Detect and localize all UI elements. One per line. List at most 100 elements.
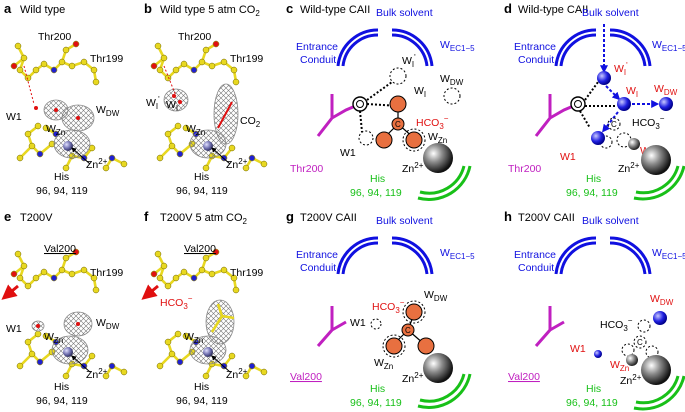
label-wzn: WZn <box>186 123 205 137</box>
label-entrance: Entrance <box>296 41 338 53</box>
bulk-arc-left-inner <box>341 241 379 275</box>
bulk-arc-right <box>609 28 652 67</box>
water-wdw <box>659 97 673 111</box>
label-thr199: Thr199 <box>230 267 263 279</box>
bulk-arc-left-inner <box>559 33 597 67</box>
label-conduit: Conduit <box>518 54 554 66</box>
label-w1: W1 <box>570 343 586 355</box>
label-wzn: WZn <box>374 357 393 371</box>
water-w1 <box>594 350 602 358</box>
val200-stick <box>316 306 347 347</box>
zinc-ion <box>641 145 671 175</box>
panel-letter-d: d <box>504 1 512 16</box>
bulk-arc-right-inner <box>609 241 647 275</box>
label-w1: W1 <box>6 323 22 335</box>
panel-c-title: Wild-type CAII <box>300 4 370 16</box>
flow-arrow-w1 <box>602 111 619 133</box>
bulk-arc-right <box>391 236 434 275</box>
label-wi: WI <box>166 99 178 113</box>
label-his-numbers: 96, 94, 119 <box>566 397 618 409</box>
water-w1 <box>358 130 374 146</box>
his-arc-inner <box>419 165 466 195</box>
label-wdw: WDW <box>440 73 464 87</box>
label-his: His <box>194 381 209 393</box>
label-wzn: WZn <box>44 331 63 345</box>
bulk-arc-left <box>554 28 597 67</box>
label-zn: Zn2+ <box>618 161 640 175</box>
label-wi: WI <box>626 85 638 99</box>
water-wzn <box>382 334 406 358</box>
thr200-oxygen <box>352 96 368 112</box>
label-conduit: Conduit <box>300 54 336 66</box>
label-hco3: HCO3− <box>600 316 633 333</box>
label-wec: WEC1−5 <box>440 247 475 261</box>
label-wdw: WDW <box>96 317 120 331</box>
panel-e-structure <box>1 247 129 381</box>
panel-a: a Wild type Thr200 Thr199 W1 WZn WDW Zn2… <box>4 1 129 197</box>
water-w1 <box>591 131 605 145</box>
panel-letter-h: h <box>504 209 512 224</box>
panel-a-title: Wild type <box>20 4 65 16</box>
panel-f-title: T200V 5 atm CO2 <box>160 212 248 226</box>
label-val200: Val200 <box>508 371 540 383</box>
val200-stick <box>534 306 565 347</box>
carbon-label: C <box>611 120 617 129</box>
water-wzn <box>402 128 426 152</box>
water-wdw <box>653 311 667 325</box>
label-bulk-solvent: Bulk solvent <box>376 215 433 227</box>
hco3-molecule: C <box>599 117 632 149</box>
bulk-arc-right-inner <box>391 33 429 67</box>
label-w1: W1 <box>350 317 366 329</box>
label-wzn: WZn <box>184 331 203 345</box>
label-wdw: WDW <box>650 293 674 307</box>
label-zn: Zn2+ <box>86 367 108 381</box>
label-thr199: Thr199 <box>90 267 123 279</box>
label-w1: W1 <box>340 147 356 159</box>
label-wdw: WDW <box>424 289 448 303</box>
label-wzn: WZn <box>46 123 65 137</box>
panel-e: e T200V Val200 Thr199 W1 WZn WDW Zn2+ Hi… <box>1 209 129 407</box>
label-hco3: HCO3− <box>372 298 405 315</box>
thr200-oxygen <box>570 96 586 112</box>
water-wzn <box>628 138 640 150</box>
label-val200: Val200 <box>290 371 322 383</box>
label-hco3: HCO3− <box>160 294 193 311</box>
label-zn: Zn2+ <box>226 157 248 171</box>
label-his-numbers: 96, 94, 119 <box>36 395 88 407</box>
panel-b-title: Wild type 5 atm CO2 <box>160 4 260 18</box>
label-thr199: Thr199 <box>90 53 123 65</box>
label-wzn: WZn <box>428 131 447 145</box>
label-wdw: WDW <box>96 104 120 118</box>
label-wi-prime: WI' <box>614 61 628 77</box>
panel-g-title: T200V CAII <box>300 212 357 224</box>
bulk-arc-left-inner <box>341 33 379 67</box>
his-arc-outer <box>633 165 685 201</box>
label-thr200: Thr200 <box>508 163 541 175</box>
thr200-oxygen-inner <box>356 100 364 108</box>
his-arc-outer <box>633 375 685 411</box>
hco3-molecule: C <box>385 300 435 355</box>
panel-b: b Wild type 5 atm CO2 Thr200 Thr199 WI' … <box>144 1 269 197</box>
panel-a-structure <box>9 39 129 173</box>
water-wzn <box>626 354 638 366</box>
label-hco3: HCO3− <box>632 114 665 131</box>
label-co2: CO2 <box>240 115 261 129</box>
label-entrance: Entrance <box>514 41 556 53</box>
water-wi-prime <box>597 71 611 85</box>
panel-f-structure <box>141 247 269 381</box>
bulk-arc-left-inner <box>559 241 597 275</box>
label-bulk-solvent: Bulk solvent <box>582 215 639 227</box>
label-zn: Zn2+ <box>226 367 248 381</box>
label-conduit: Conduit <box>300 262 336 274</box>
bulk-arc-right-inner <box>609 33 647 67</box>
label-his: His <box>54 171 69 183</box>
flow-arrow-wi <box>605 85 621 101</box>
bulk-arc-left <box>554 236 597 275</box>
panel-e-title: T200V <box>20 212 53 224</box>
panel-c: c Wild-type CAII Bulk solvent Entrance C… <box>286 1 475 201</box>
label-hco3: HCO3− <box>416 114 449 131</box>
label-his-numbers: 96, 94, 119 <box>176 185 228 197</box>
bulk-arc-right-inner <box>391 241 429 275</box>
his-arc-outer <box>417 165 472 201</box>
label-his: His <box>586 383 601 395</box>
